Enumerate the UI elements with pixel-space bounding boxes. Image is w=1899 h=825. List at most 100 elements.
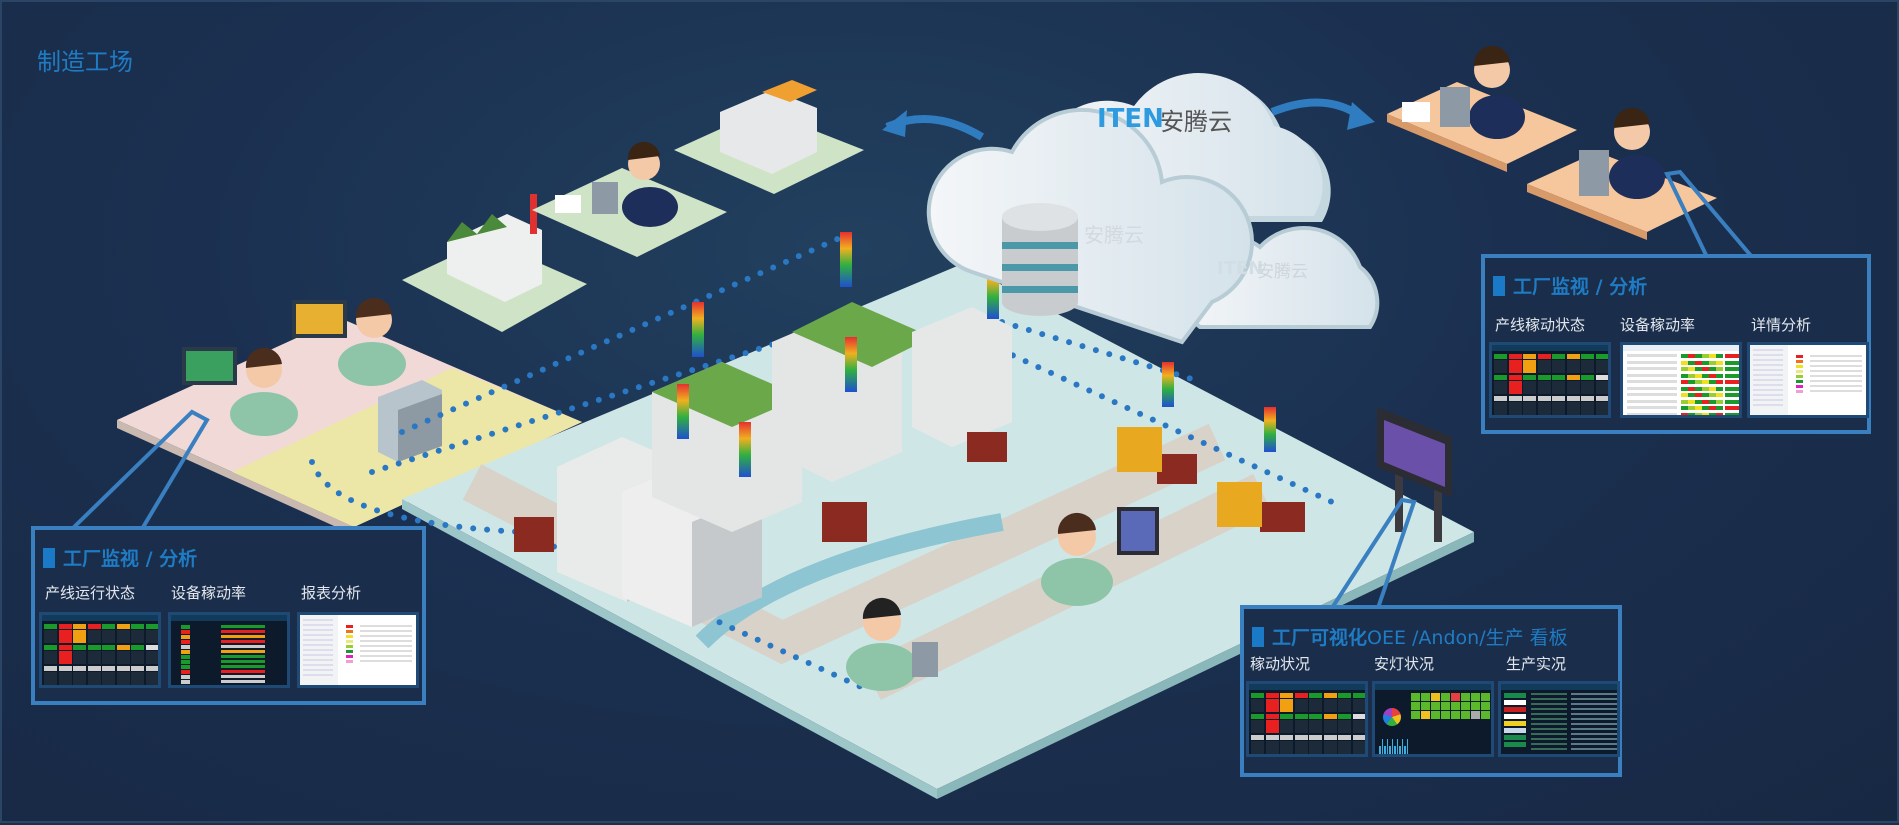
tablet-icon [1440, 87, 1470, 127]
thumb-cell [1702, 399, 1709, 404]
thumb-report[interactable] [297, 612, 419, 688]
thumb-cell [1531, 748, 1567, 750]
thumb-cell [1504, 742, 1526, 747]
thumb-cell [1309, 699, 1322, 712]
thumb-cell [102, 645, 115, 650]
thumb-cell [1294, 714, 1308, 719]
thumb-cell [303, 644, 333, 646]
thumb-status-grid[interactable] [1489, 342, 1611, 418]
thumb-cell [1571, 718, 1617, 720]
thumb-cell [1709, 399, 1716, 404]
thumb-cell [58, 666, 72, 671]
thumb-production[interactable] [1498, 681, 1620, 757]
thumb-cell [1265, 735, 1279, 740]
thumb-cell [1323, 699, 1337, 712]
thumb-cell [1404, 746, 1406, 754]
thumb-cell [1461, 693, 1470, 701]
thumb-cell [1702, 412, 1709, 415]
item-label: 安灯状况 [1374, 655, 1435, 673]
thumb-cell [1251, 714, 1264, 719]
thumb-cell [221, 675, 265, 678]
thumb-andon[interactable] [1372, 681, 1494, 757]
thumb-cell [87, 651, 101, 664]
thumb-cell [1280, 714, 1293, 719]
thumb-cell [1725, 399, 1739, 404]
database-icon [1002, 203, 1078, 316]
thumb-cell [1251, 741, 1264, 754]
thumb-cell [1709, 354, 1716, 358]
thumb-cell [181, 645, 190, 649]
thumb-cell [44, 645, 57, 650]
panel-title: 工厂监视 / 分析 [1493, 272, 1647, 299]
thumb-cell [1294, 693, 1308, 698]
thumb-cell [1571, 743, 1617, 745]
thumb-cell [1709, 386, 1716, 391]
thumb-cell [1681, 354, 1688, 358]
thumb-cell [1294, 741, 1308, 754]
thumb-cell [87, 630, 101, 643]
thumb-cell [221, 640, 265, 643]
thumb-cell [1725, 373, 1739, 378]
thumb-cell [1531, 723, 1567, 725]
thumb-cell [116, 672, 130, 685]
thumb-cell [1399, 746, 1401, 754]
cloud-platform: ITEN 安腾云 ITEN 安腾云 安腾云 [926, 73, 1380, 345]
thumb-cell [1504, 693, 1526, 698]
thumb-cell [221, 665, 265, 668]
thumb-cell [1702, 354, 1709, 358]
thumb-cell [1702, 367, 1709, 371]
thumb-cell [1552, 402, 1565, 415]
thumb-heat-table[interactable] [1620, 342, 1742, 418]
thumb-cell [1688, 393, 1695, 397]
thumb-status-grid[interactable] [39, 612, 161, 688]
thumb-cell [1571, 728, 1617, 730]
thumb-cell [303, 649, 333, 651]
thumb-report[interactable] [1747, 342, 1869, 418]
thumb-cell [73, 645, 86, 650]
thumb-cell [1566, 360, 1580, 373]
thumb-cell [1681, 367, 1688, 371]
thumb-cell [1523, 381, 1536, 394]
thumb-cell [1753, 399, 1783, 401]
thumb-cell [181, 670, 190, 674]
factory-building [402, 194, 587, 332]
thumb-cell [1566, 381, 1580, 394]
thumb-cell [1309, 714, 1322, 719]
arrow-to-remote [1270, 98, 1360, 118]
thumb-cell [1531, 713, 1567, 715]
thumb-bar-table[interactable] [168, 612, 290, 688]
thumb-cell [1709, 373, 1716, 378]
thumb-cell [1627, 399, 1677, 403]
thumb-cell [1411, 702, 1420, 710]
thumb-cell [1681, 412, 1688, 415]
thumb-cell [1571, 738, 1617, 740]
thumb-cell [1716, 354, 1723, 358]
thumb-cell [221, 655, 265, 658]
thumb-cell [1702, 380, 1709, 384]
thumb-cell [181, 680, 190, 684]
thumb-header [1501, 684, 1617, 690]
thumb-cell [73, 666, 86, 671]
title-marker [43, 547, 55, 568]
panel-title: 工厂可视化 OEE /Andon/生产 看板 [1252, 623, 1568, 650]
thumb-cell [360, 655, 412, 657]
thumb-cell [1352, 741, 1365, 754]
item-label: 设备稼动率 [171, 584, 247, 602]
cloud-logo-latin: ITEN [1097, 104, 1164, 134]
thumb-cell [1265, 699, 1279, 712]
thumb-cell [346, 625, 353, 628]
thumb-cell [1494, 375, 1507, 380]
thumb-cell [145, 672, 158, 685]
thumb-cell [87, 645, 101, 650]
cloud-monitor-panel: 工厂监视 / 分析 产线稼动状态 设备稼动率 详情分析 [1481, 254, 1871, 434]
thumb-cell [303, 634, 333, 636]
thumb-cell [1716, 393, 1723, 397]
thumb-cell [1725, 386, 1739, 391]
thumb-cell [181, 675, 190, 679]
remote-desk [1527, 107, 1717, 240]
thumb-cell [1338, 714, 1351, 719]
thumb-status-grid[interactable] [1246, 681, 1368, 757]
thumb-cell [1481, 711, 1490, 719]
thumb-cell [1716, 380, 1723, 384]
thumb-cell [102, 651, 115, 664]
